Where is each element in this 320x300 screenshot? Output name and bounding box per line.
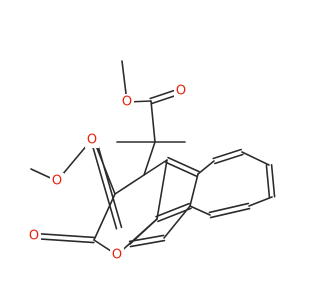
double-bond-line [89, 137, 118, 230]
single-bond [129, 218, 158, 245]
oxygen-atom-mask [85, 132, 99, 148]
single-bond [163, 205, 191, 239]
oxygen-atom-mask [120, 94, 134, 110]
oxygen-atom-mask [110, 247, 124, 263]
double-bond-line [213, 153, 244, 165]
oxygen-atom-mask [27, 228, 41, 244]
single-bond [197, 160, 215, 175]
double-bond-line [155, 202, 190, 218]
single-bond [248, 196, 273, 207]
single-bond [114, 174, 145, 195]
double-bond-line [212, 148, 243, 160]
oxygen-atom-ester2-ether: O [52, 174, 62, 189]
double-bond-line [208, 202, 250, 214]
single-bond [189, 173, 199, 207]
oxygen-atom-ring: O [112, 248, 122, 263]
oxygen-atom-mask [50, 173, 64, 189]
double-bond-line [265, 164, 271, 199]
double-bond-line [167, 156, 200, 173]
single-bond [93, 193, 116, 241]
oxygen-atom-lactone-carbonyl: O [29, 229, 39, 244]
bond-layer [30, 60, 276, 256]
atom-layer: O O O O O O [27, 83, 188, 263]
double-bond-line [129, 239, 166, 248]
double-bond-line [165, 161, 198, 178]
single-bond [150, 100, 156, 143]
double-bond-line [94, 136, 123, 229]
double-bond-line [270, 163, 276, 198]
oxygen-atom-ester1-carbonyl: O [176, 84, 186, 99]
structure-diagram: O O O O O O [27, 60, 276, 263]
oxygen-atom-mask [174, 83, 188, 99]
double-bond-line [33, 232, 95, 239]
single-bond [143, 141, 156, 176]
double-bond-line [209, 207, 251, 219]
double-bond-line [128, 234, 165, 243]
double-bond-line [33, 237, 95, 244]
single-bond [143, 159, 168, 176]
single-bond [189, 205, 211, 216]
oxygen-atom-ester1-ether: O [122, 95, 132, 110]
single-bond [156, 159, 168, 220]
oxygen-atom-ester2-carbonyl: O [87, 133, 97, 148]
single-bond [241, 151, 270, 166]
